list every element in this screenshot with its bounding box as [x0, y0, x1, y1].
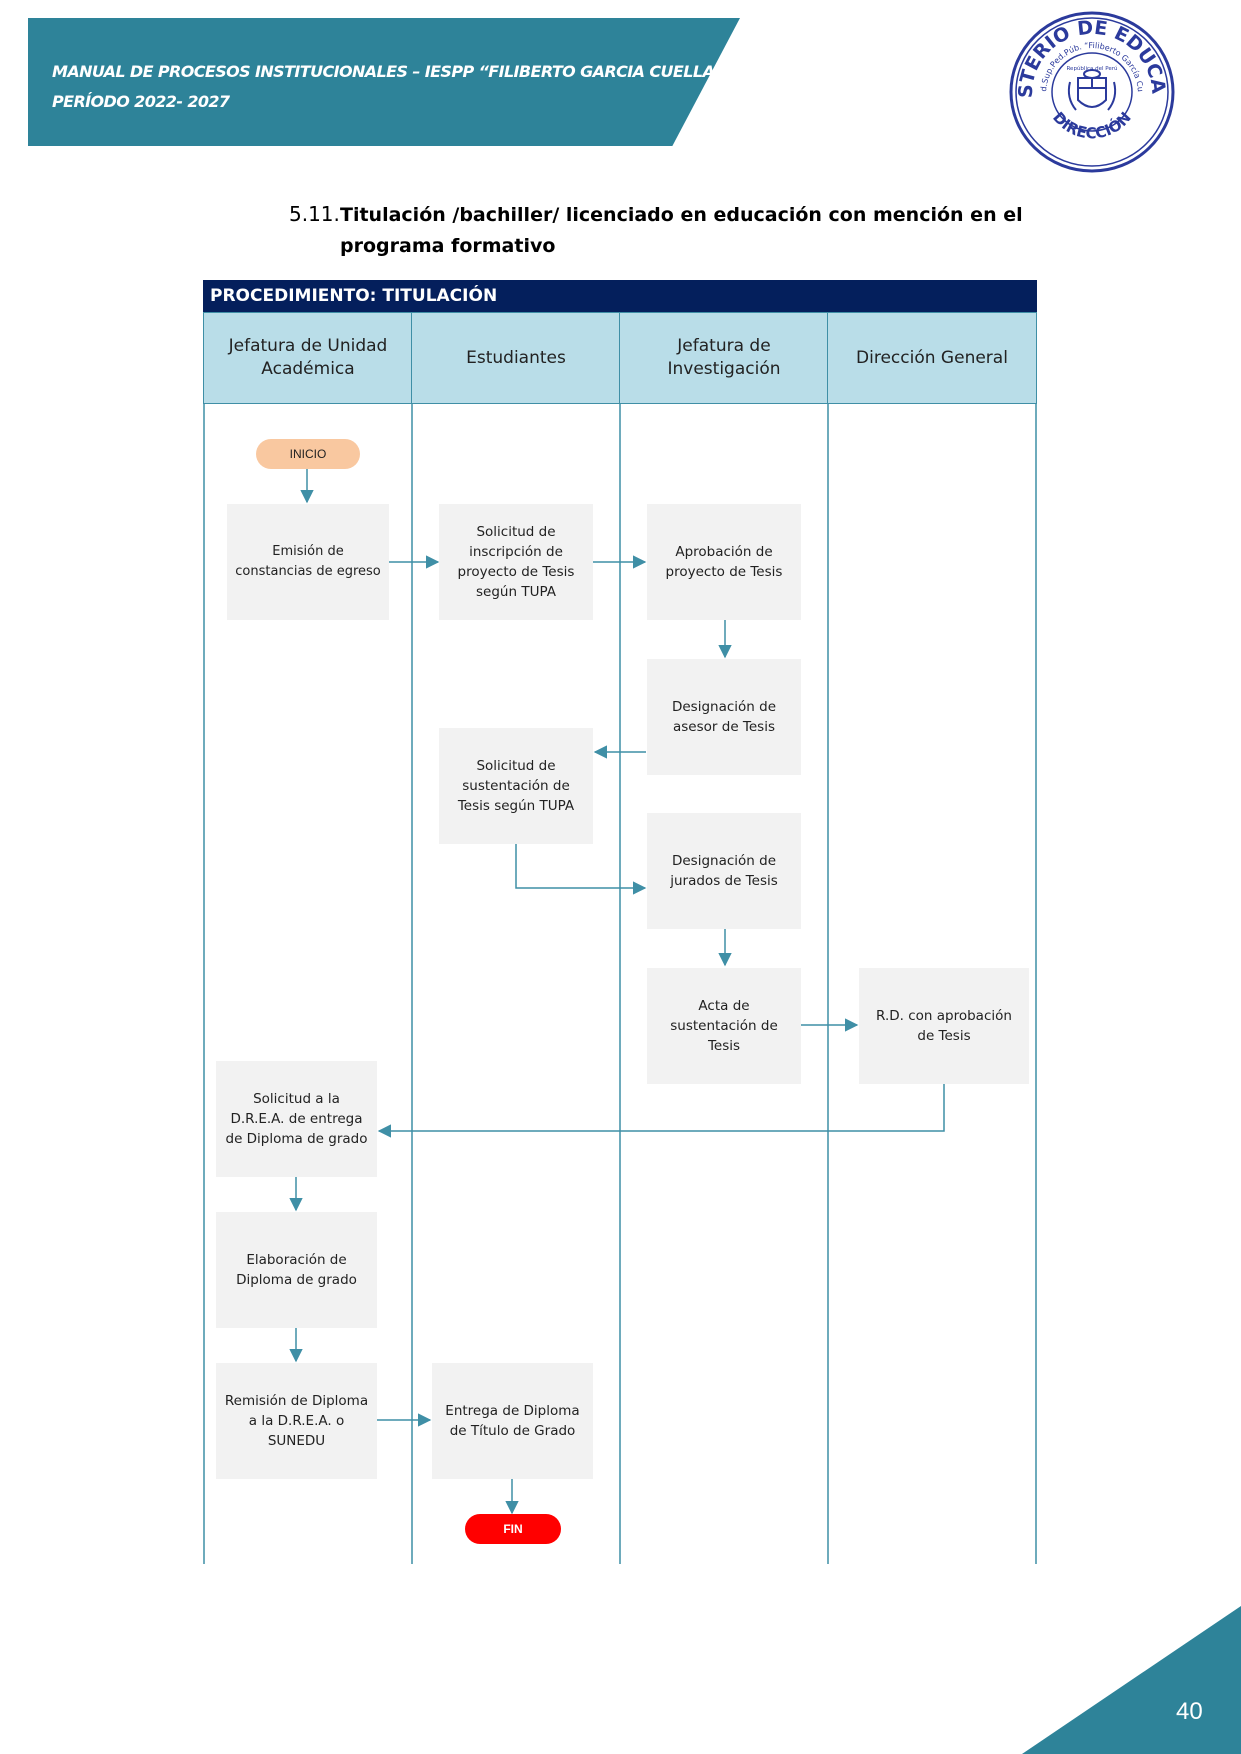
step-emision-constancias: Emisión de constancias de egreso	[227, 504, 389, 620]
step-designacion-asesor: Designación de asesor de Tesis	[647, 659, 801, 775]
step-acta-sustentacion: Acta de sustentación de Tesis	[647, 968, 801, 1084]
step-elaboracion-diploma: Elaboración de Diploma de grado	[216, 1212, 377, 1328]
step-entrega-diploma: Entrega de Diploma de Título de Grado	[432, 1363, 593, 1479]
lane-header-direccion-general: Dirección General	[827, 312, 1037, 404]
page-number: 40	[1176, 1698, 1203, 1725]
step-solicitud-sustentacion: Solicitud de sustentación de Tesis según…	[439, 728, 593, 844]
manual-title: MANUAL DE PROCESOS INSTITUCIONALES – IES…	[52, 62, 736, 81]
step-solicitud-inscripcion: Solicitud de inscripción de proyecto de …	[439, 504, 593, 620]
ministry-seal: MINISTERIO DE EDUCACIÓN Inst.Ed.Sup.Ped.…	[1006, 8, 1175, 173]
coat-of-arms-icon	[1067, 69, 1117, 111]
procedure-title: PROCEDIMIENTO: TITULACIÓN	[203, 280, 1037, 312]
end-terminal: FIN	[465, 1514, 561, 1544]
step-rd-aprobacion: R.D. con aprobación de Tesis	[859, 968, 1029, 1084]
period-label: PERÍODO 2022- 2027	[52, 92, 230, 111]
lane-header-estudiantes: Estudiantes	[411, 312, 621, 404]
lane-header-jefatura-academica: Jefatura de Unidad Académica	[203, 312, 413, 404]
start-terminal: INICIO	[256, 439, 360, 469]
step-aprobacion-proyecto: Aprobación de proyecto de Tesis	[647, 504, 801, 620]
step-remision-diploma: Remisión de Diploma a la D.R.E.A. o SUNE…	[216, 1363, 377, 1479]
step-designacion-jurados: Designación de jurados de Tesis	[647, 813, 801, 929]
section-number: 5.11.	[289, 202, 340, 226]
step-solicitud-drea: Solicitud a la D.R.E.A. de entrega de Di…	[216, 1061, 377, 1177]
lane-header-jefatura-investigacion: Jefatura de Investigación	[619, 312, 829, 404]
svg-text:República del Perú: República del Perú	[1066, 65, 1117, 72]
header-banner	[28, 18, 740, 146]
section-title: Titulación /bachiller/ licenciado en edu…	[340, 204, 1023, 257]
